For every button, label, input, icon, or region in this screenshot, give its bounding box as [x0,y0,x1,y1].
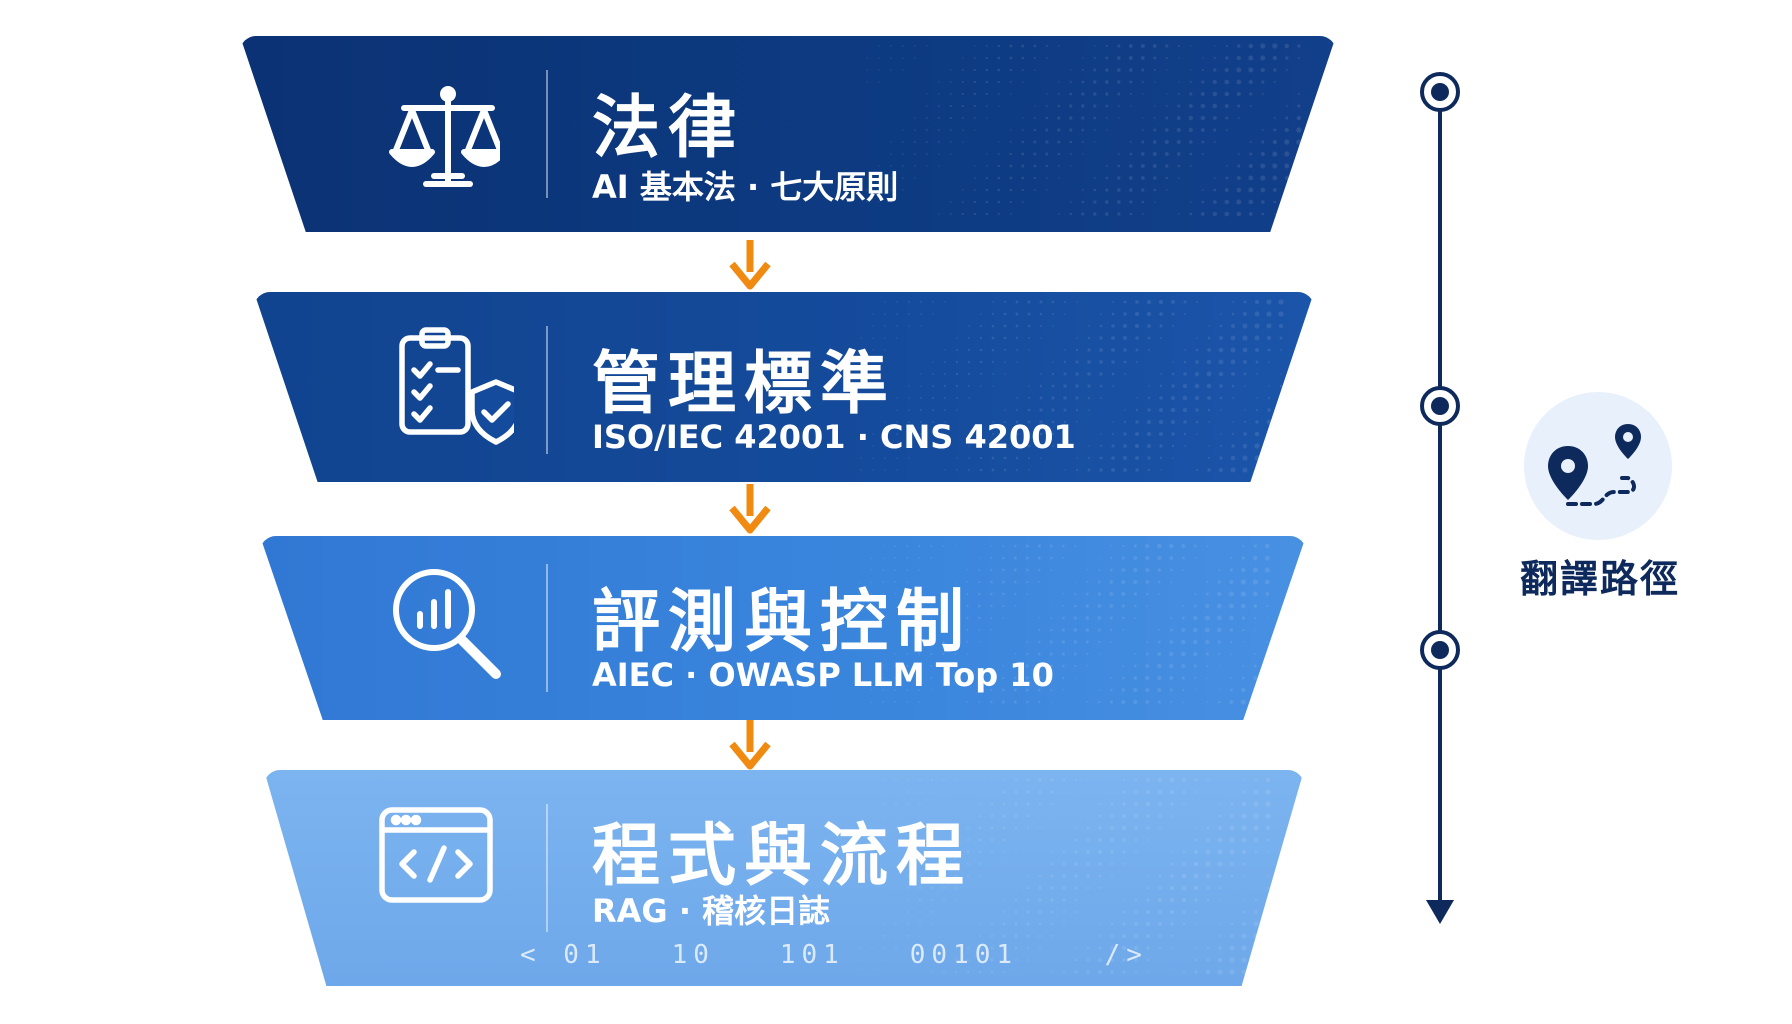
tier-evaluation-control: 評測與控制 AIEC · OWASP LLM Top 10 [260,536,1306,720]
route-pins-icon [1524,392,1672,540]
timeline [1420,72,1460,924]
tier-code-process: 程式與流程 RAG · 稽核日誌 [264,770,1304,986]
arrow-down-icon [729,240,771,290]
tier-subtitle: ISO/IEC 42001 · CNS 42001 [592,418,1076,456]
tier-title: 管理標準 [592,345,897,424]
tier-title: 評測與控制 [592,583,973,662]
code-window-icon [379,807,493,903]
tier-title: 法律 [592,89,745,168]
binary-code-text: < 01 10 101 00101 /> [520,940,1148,970]
timeline-node [1420,72,1460,112]
tier-subtitle: RAG · 稽核日誌 [592,892,831,930]
tier-subtitle: AIEC · OWASP LLM Top 10 [592,656,1054,694]
search-chart-icon [393,569,501,679]
timeline-arrowhead-icon [1426,900,1454,924]
arrow-down-icon [729,720,771,770]
arrow-down-icon [729,484,771,534]
checklist-shield-icon [399,327,514,445]
tier-management-standards: 管理標準 ISO/IEC 42001 · CNS 42001 [254,292,1314,482]
scales-icon [389,86,500,187]
tier-law: 法律 AI 基本法 · 七大原則 [240,36,1336,232]
path-label: 翻譯路徑 [1519,557,1680,601]
tier-subtitle: AI 基本法 · 七大原則 [592,168,899,206]
tier-title: 程式與流程 [592,817,973,896]
timeline-node [1420,630,1460,670]
timeline-node [1420,386,1460,426]
